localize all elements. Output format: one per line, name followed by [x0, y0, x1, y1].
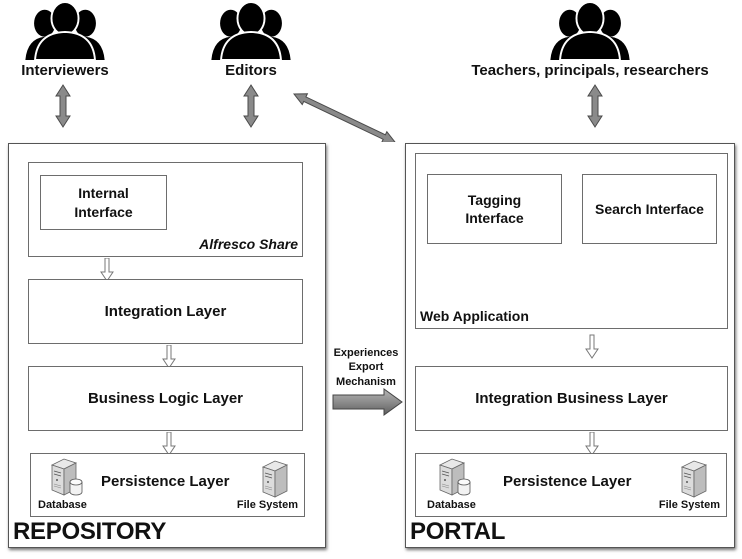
tagging-interface-box: Tagging Interface [427, 174, 562, 244]
alfresco-share-box: Internal Interface Alfresco Share [28, 162, 303, 257]
double-arrow-teachers [587, 84, 603, 128]
database-cylinder-icon [457, 478, 471, 496]
portal-title: PORTAL [410, 518, 506, 545]
database-label: Database [427, 499, 476, 511]
repository-title: REPOSITORY [13, 518, 167, 545]
down-arrow-4 [585, 330, 599, 364]
repository-persistence-layer-box: Database Persistence Layer File System [30, 453, 305, 517]
portal-persistence-layer-box: Database Persistence Layer File System [415, 453, 727, 517]
database-cylinder-icon [69, 478, 83, 496]
actor-interviewers: Interviewers [10, 2, 120, 79]
people-group-icon [20, 2, 110, 60]
export-mechanism-label: Experiences Export Mechanism [333, 347, 399, 388]
integration-layer-box: Integration Layer [28, 279, 303, 344]
persistence-layer-label: Persistence Layer [503, 473, 632, 490]
file-system-server-icon [678, 459, 708, 499]
actor-label: Editors [225, 62, 277, 79]
actor-label: Teachers, principals, researchers [471, 62, 709, 79]
alfresco-share-label: Alfresco Share [199, 236, 298, 252]
actor-teachers: Teachers, principals, researchers [440, 2, 740, 79]
double-arrow-interviewers [55, 84, 71, 128]
export-arrow [332, 388, 403, 416]
integration-business-layer-box: Integration Business Layer [415, 366, 728, 431]
file-system-label: File System [658, 499, 720, 511]
actor-editors: Editors [196, 2, 306, 79]
business-logic-layer-box: Business Logic Layer [28, 366, 303, 431]
persistence-layer-label: Persistence Layer [101, 473, 230, 490]
internal-interface-label: Internal Interface [74, 185, 133, 220]
file-system-label: File System [236, 499, 298, 511]
web-application-box: Tagging Interface Search Interface Web A… [415, 153, 728, 329]
search-interface-box: Search Interface [582, 174, 717, 244]
integration-layer-label: Integration Layer [104, 303, 227, 320]
internal-interface-box: Internal Interface [40, 175, 167, 230]
database-label: Database [38, 499, 87, 511]
people-group-icon [206, 2, 296, 60]
people-group-icon [545, 2, 635, 60]
tagging-interface-label: Tagging Interface [465, 191, 524, 226]
web-application-label: Web Application [420, 308, 529, 324]
file-system-server-icon [259, 459, 289, 499]
portal-container: Tagging Interface Search Interface Web A… [405, 143, 735, 548]
search-interface-label: Search Interface [595, 201, 704, 217]
business-logic-layer-label: Business Logic Layer [87, 390, 244, 407]
double-arrow-editors [243, 84, 259, 128]
double-arrow-editors-portal [292, 93, 397, 142]
actor-label: Interviewers [21, 62, 109, 79]
integration-business-layer-label: Integration Business Layer [475, 390, 668, 407]
repository-container: Internal Interface Alfresco Share Integr… [8, 143, 326, 548]
